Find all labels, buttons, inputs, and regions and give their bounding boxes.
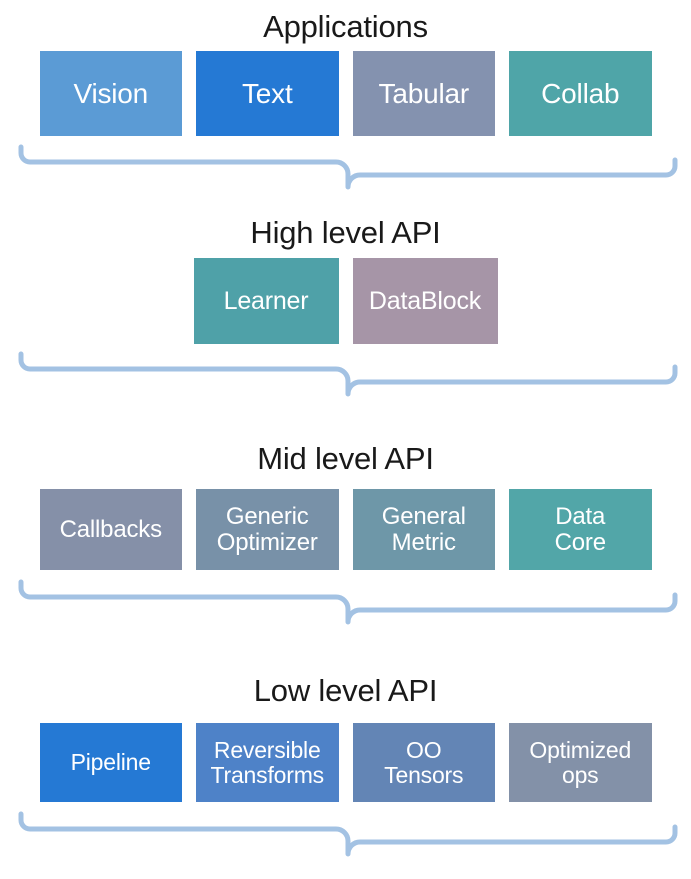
box-row-applications: Vision Text Tabular Collab [39, 51, 652, 136]
layer-mid-level-api: Mid level API Callbacks Generic Optimize… [0, 440, 691, 570]
brace-low-level-icon [18, 811, 678, 857]
box-row-low-level-api: Pipeline Reversible Transforms OO Tensor… [39, 723, 652, 802]
box-label-learner: Learner [223, 286, 309, 315]
box-learner[interactable]: Learner [193, 258, 339, 344]
box-label-reversible-transforms: Reversible Transforms [210, 737, 325, 788]
box-generic-optimizer[interactable]: Generic Optimizer [196, 489, 339, 570]
box-tabular[interactable]: Tabular [352, 51, 495, 136]
layer-high-level-api: High level API Learner DataBlock [0, 214, 691, 344]
box-label-text: Text [241, 77, 293, 109]
box-label-oo-tensors: OO Tensors [384, 737, 464, 788]
box-label-collab: Collab [541, 77, 620, 109]
box-pipeline[interactable]: Pipeline [39, 723, 182, 802]
box-datablock[interactable]: DataBlock [352, 258, 498, 344]
box-label-optimized-ops: Optimized ops [529, 737, 632, 788]
box-label-tabular: Tabular [378, 77, 470, 109]
box-optimized-ops[interactable]: Optimized ops [509, 723, 652, 802]
box-vision[interactable]: Vision [39, 51, 182, 136]
box-label-datablock: DataBlock [368, 286, 482, 315]
box-label-data-core: Data Core [554, 503, 606, 556]
layer-title-applications: Applications [263, 9, 428, 44]
layer-applications: Applications Vision Text Tabular Collab [0, 8, 691, 136]
layer-low-level-api: Low level API Pipeline Reversible Transf… [0, 672, 691, 802]
layer-title-low-level-api: Low level API [253, 673, 438, 708]
box-oo-tensors[interactable]: OO Tensors [352, 723, 495, 802]
box-data-core[interactable]: Data Core [509, 489, 652, 570]
box-label-pipeline: Pipeline [70, 749, 151, 776]
brace-mid-level [0, 578, 691, 626]
brace-high-level-icon [18, 351, 678, 397]
box-reversible-transforms[interactable]: Reversible Transforms [196, 723, 339, 802]
brace-high-level [0, 350, 691, 398]
box-label-generic-optimizer: Generic Optimizer [216, 503, 318, 556]
layer-title-high-level-api: High level API [250, 215, 441, 250]
box-row-high-level-api: Learner DataBlock [40, 258, 652, 344]
box-label-general-metric: General Metric [381, 503, 466, 556]
box-label-callbacks: Callbacks [59, 515, 162, 543]
box-text[interactable]: Text [196, 51, 339, 136]
layer-title-mid-level-api: Mid level API [257, 441, 434, 476]
brace-mid-level-icon [18, 579, 678, 625]
box-row-mid-level-api: Callbacks Generic Optimizer General Metr… [39, 489, 652, 570]
brace-applications [0, 143, 691, 191]
box-label-vision: Vision [73, 77, 149, 109]
brace-applications-icon [18, 144, 678, 190]
box-general-metric[interactable]: General Metric [352, 489, 495, 570]
box-collab[interactable]: Collab [509, 51, 652, 136]
box-callbacks[interactable]: Callbacks [39, 489, 182, 570]
brace-low-level [0, 810, 691, 858]
